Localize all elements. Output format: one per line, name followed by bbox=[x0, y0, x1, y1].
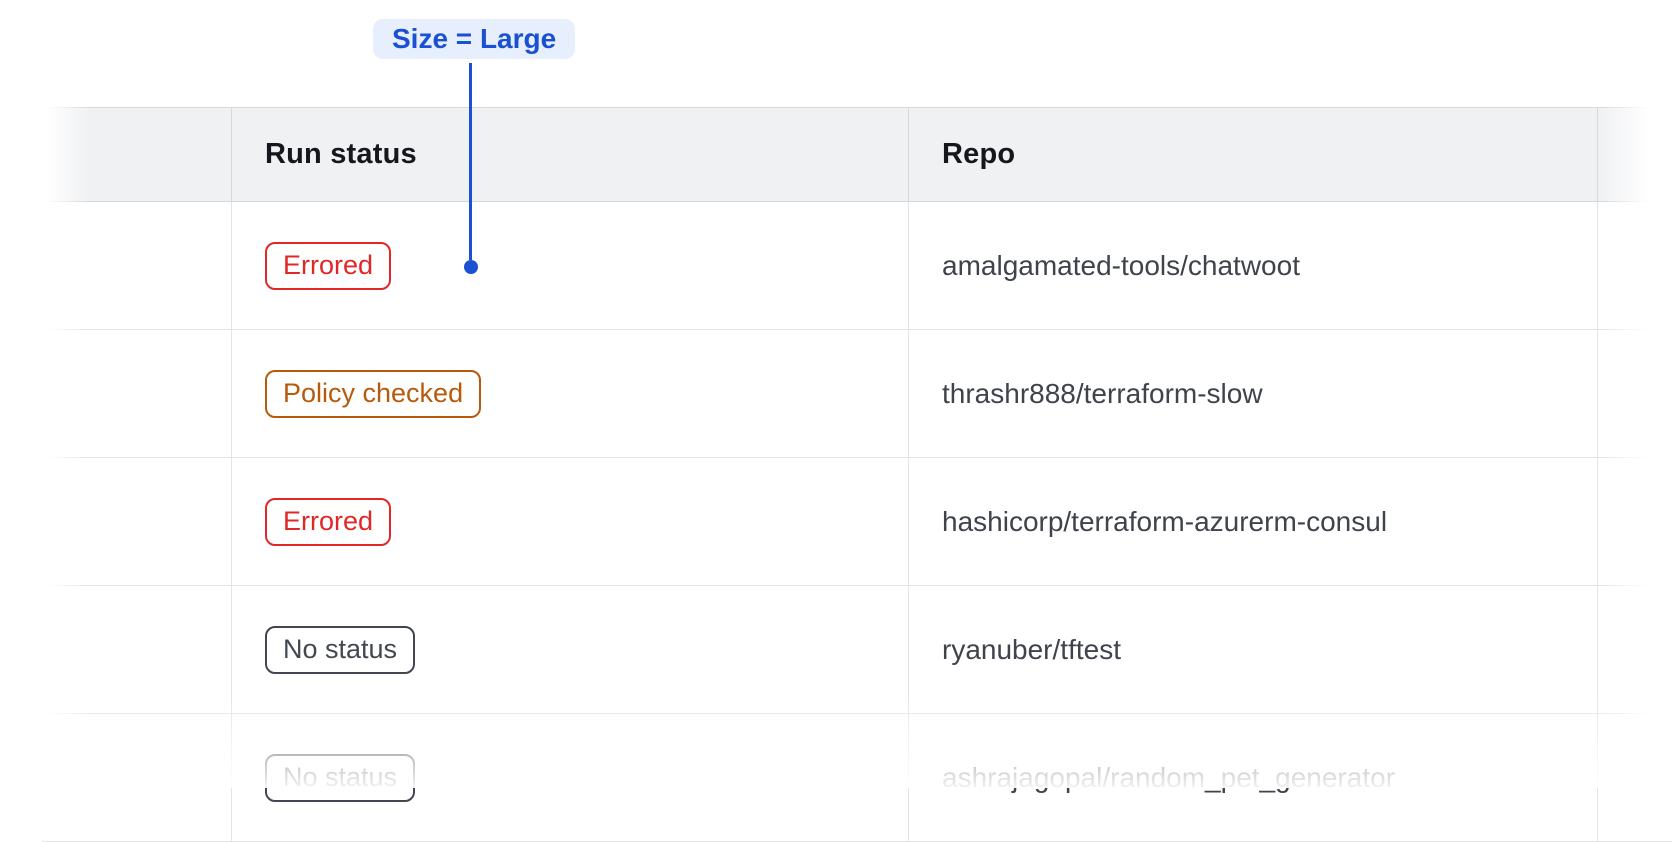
size-annotation-label: Size = Large bbox=[392, 23, 557, 54]
run-status-badge: Errored bbox=[265, 241, 392, 290]
run-status-column-header: Run status bbox=[265, 138, 417, 170]
header-cell-run-status: Run status bbox=[232, 108, 909, 201]
row-cell-run-status: No status bbox=[232, 586, 909, 713]
row-cell-spacer-left bbox=[42, 714, 232, 841]
run-status-badge: No status bbox=[265, 625, 416, 674]
table-header-row: Run status Repo bbox=[42, 107, 1672, 202]
header-cell-repo: Repo bbox=[909, 108, 1598, 201]
repo-column-header: Repo bbox=[942, 138, 1016, 170]
row-cell-repo: ryanuber/tftest bbox=[909, 586, 1598, 713]
row-cell-spacer-right bbox=[1598, 458, 1672, 585]
row-cell-run-status: No status bbox=[232, 714, 909, 841]
annotation-callout-dot bbox=[464, 260, 478, 274]
table-row[interactable]: Errored amalgamated-tools/chatwoot bbox=[42, 202, 1672, 330]
table-row[interactable]: No status ryanuber/tftest bbox=[42, 586, 1672, 714]
row-cell-spacer-right bbox=[1598, 330, 1672, 457]
size-annotation-pill: Size = Large bbox=[373, 19, 576, 59]
table-row[interactable]: No status ashrajagopal/random_pet_genera… bbox=[42, 714, 1672, 842]
row-cell-spacer-right bbox=[1598, 714, 1672, 841]
run-status-badge: No status bbox=[265, 753, 416, 802]
row-cell-run-status: Errored bbox=[232, 458, 909, 585]
repo-name: amalgamated-tools/chatwoot bbox=[942, 249, 1300, 281]
run-status-badge: Errored bbox=[265, 497, 392, 546]
header-cell-spacer-right bbox=[1598, 108, 1672, 201]
row-cell-repo: thrashr888/terraform-slow bbox=[909, 330, 1598, 457]
row-cell-spacer-left bbox=[42, 330, 232, 457]
table-row[interactable]: Policy checked thrashr888/terraform-slow bbox=[42, 330, 1672, 458]
row-cell-repo: amalgamated-tools/chatwoot bbox=[909, 202, 1598, 329]
row-cell-spacer-left bbox=[42, 202, 232, 329]
runs-table: Run status Repo Errored amalgamated-tool… bbox=[42, 107, 1672, 842]
row-cell-repo: hashicorp/terraform-azurerm-consul bbox=[909, 458, 1598, 585]
table-body: Errored amalgamated-tools/chatwoot Polic… bbox=[42, 202, 1672, 842]
repo-name: hashicorp/terraform-azurerm-consul bbox=[942, 505, 1388, 537]
header-cell-spacer-left bbox=[42, 108, 232, 201]
repo-name: thrashr888/terraform-slow bbox=[942, 377, 1263, 409]
table-row[interactable]: Errored hashicorp/terraform-azurerm-cons… bbox=[42, 458, 1672, 586]
run-status-badge: Policy checked bbox=[265, 369, 482, 418]
row-cell-spacer-right bbox=[1598, 586, 1672, 713]
row-cell-repo: ashrajagopal/random_pet_generator bbox=[909, 714, 1598, 841]
row-cell-run-status: Errored bbox=[232, 202, 909, 329]
row-cell-spacer-left bbox=[42, 586, 232, 713]
row-cell-spacer-left bbox=[42, 458, 232, 585]
repo-name: ryanuber/tftest bbox=[942, 633, 1121, 665]
row-cell-spacer-right bbox=[1598, 202, 1672, 329]
row-cell-run-status: Policy checked bbox=[232, 330, 909, 457]
annotation-callout-line bbox=[469, 63, 472, 260]
repo-name: ashrajagopal/random_pet_generator bbox=[942, 761, 1395, 793]
